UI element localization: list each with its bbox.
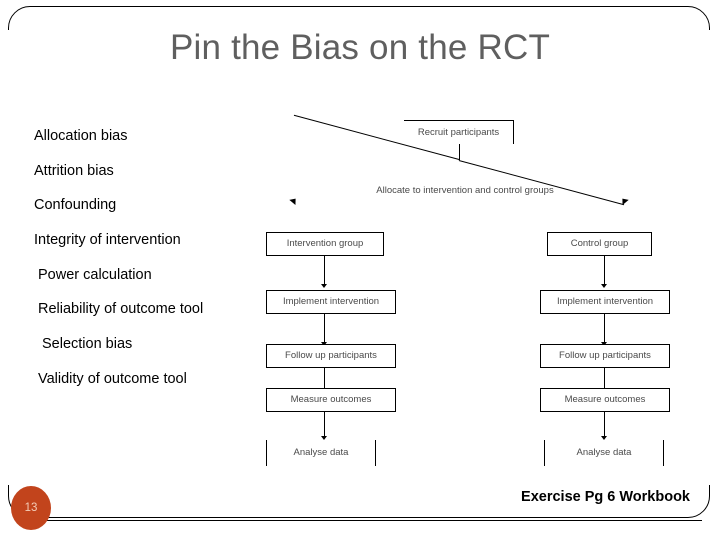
flow-node-right-analyse: Analyse data	[544, 440, 664, 466]
arrow-right-1	[601, 284, 607, 288]
connector-right-1	[604, 256, 606, 286]
arrow-right-4	[601, 436, 607, 440]
connector-right-4	[604, 412, 606, 438]
list-item: Selection bias	[42, 336, 133, 353]
arrow-control	[619, 196, 629, 205]
flow-node-left-analyse: Analyse data	[266, 440, 376, 466]
arrow-intervention	[289, 196, 299, 205]
list-item: Attrition bias	[34, 162, 114, 179]
list-item: Confounding	[34, 197, 117, 214]
connector-left-4	[324, 412, 326, 438]
connector-left-3	[324, 368, 326, 394]
list-item: Integrity of intervention	[34, 232, 181, 249]
connector-right-2	[604, 314, 606, 344]
frame-mask-left	[0, 30, 9, 485]
connector-left-2	[324, 314, 326, 344]
flow-node-allocate: Allocate to intervention and control gro…	[360, 182, 570, 200]
flow-node-left-measure: Measure outcomes	[266, 388, 396, 412]
list-item: Allocation bias	[34, 128, 128, 144]
frame-mask-right	[700, 30, 720, 485]
bias-list: Allocation bias Attrition bias Confoundi…	[34, 128, 249, 406]
arrow-left-4	[321, 436, 327, 440]
list-item: Power calculation	[38, 266, 152, 283]
footer-divider	[40, 520, 702, 522]
connector-recruit-stem	[459, 144, 461, 160]
flow-node-right-implement: Implement intervention	[540, 290, 670, 314]
page-number-badge: 13	[11, 486, 51, 530]
list-item: Validity of outcome tool	[38, 370, 187, 387]
connector-left-1	[324, 256, 326, 286]
list-item: Reliability of outcome tool	[38, 301, 204, 318]
flow-node-right-followup: Follow up participants	[540, 344, 670, 368]
flow-node-left-implement: Implement intervention	[266, 290, 396, 314]
connector-right-3	[604, 368, 606, 394]
flow-node-recruit: Recruit participants	[404, 120, 514, 144]
rct-flowchart: Recruit participants Allocate to interve…	[252, 112, 712, 467]
page-title: Pin the Bias on the RCT	[169, 28, 551, 67]
flow-node-control-group: Control group	[547, 232, 652, 256]
arrow-left-1	[321, 284, 327, 288]
footer-note: Exercise Pg 6 Workbook	[521, 489, 690, 505]
flow-node-left-followup: Follow up participants	[266, 344, 396, 368]
flow-node-right-measure: Measure outcomes	[540, 388, 670, 412]
flow-node-intervention-group: Intervention group	[266, 232, 384, 256]
